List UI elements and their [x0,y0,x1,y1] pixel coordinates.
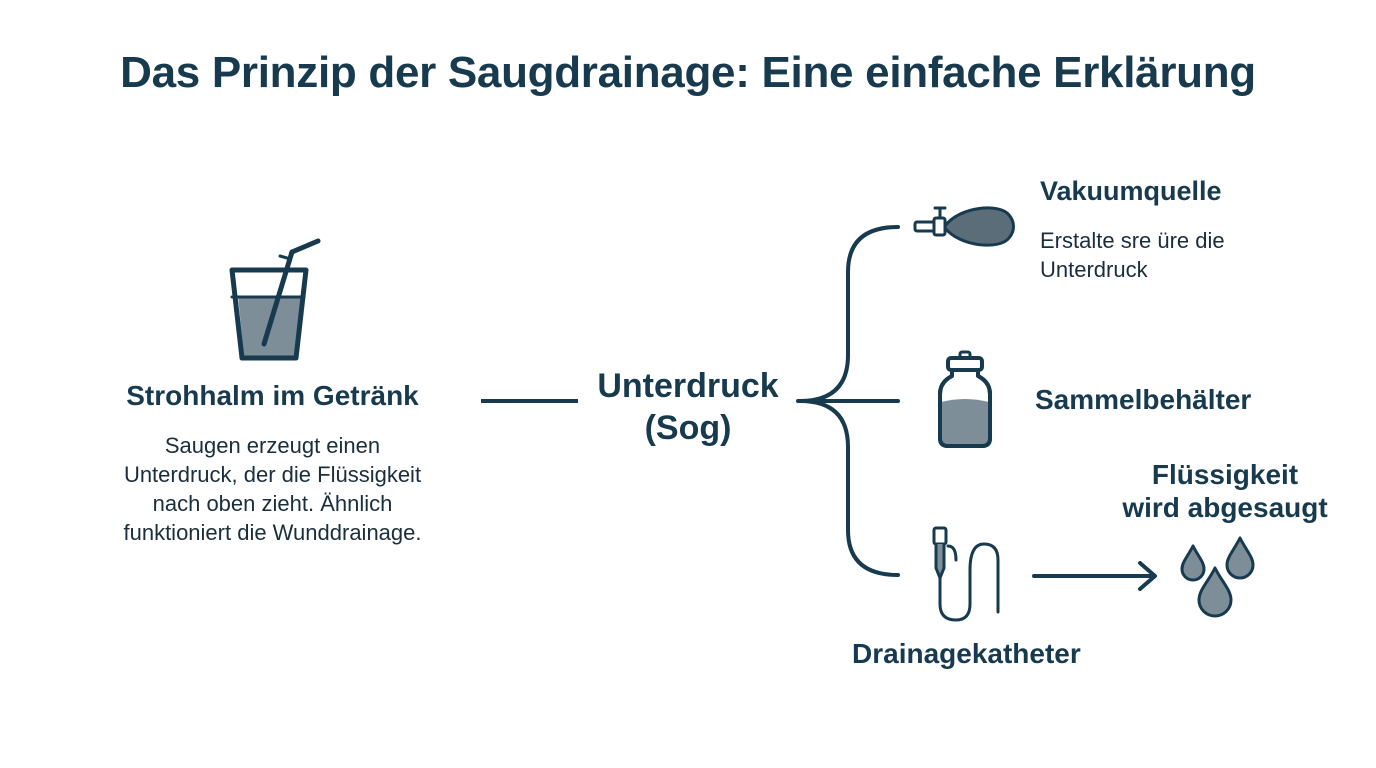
straw-description: Saugen erzeugt einen Unterdruck, der die… [70,431,475,547]
straw-description-line: funktioniert die Wunddrainage. [123,520,422,545]
page-title: Das Prinzip der Saugdrainage: Eine einfa… [120,48,1256,97]
vacuum-description: Erstalte sre üre die Unterdruck [1040,226,1320,284]
glass-with-straw-icon [229,238,321,361]
fluid-title: Flüssigkeit wird abgesaugt [1110,458,1340,524]
drainage-catheter-icon [932,526,1000,622]
collection-bottle-icon [938,350,992,448]
branch-connector [796,225,900,577]
container-title: Sammelbehälter [1035,384,1252,415]
fluid-title-line: Flüssigkeit [1151,459,1299,490]
center-label-line: (Sog) [644,409,732,447]
fluid-title-line: wird abgesaugt [1122,492,1328,523]
catheter-title: Drainagekatheter [852,638,1081,669]
arrow-to-fluid [1032,561,1157,591]
drops-icon [1180,536,1255,618]
straw-description-line: Saugen erzeugt einen [164,433,381,458]
straw-title: Strohhalm im Getränk [126,380,419,411]
vacuum-title: Vakuumquelle [1040,176,1222,206]
suction-bulb-icon [913,206,1015,247]
vacuum-description-line: Erstalte sre üre die [1040,228,1225,253]
center-label: Unterdruck (Sog) [588,365,788,449]
center-label-line: Unterdruck [597,367,779,405]
straw-description-line: nach oben zieht. Ähnlich [152,491,393,516]
straw-description-line: Unterdruck, der die Flüssigkeit [123,462,422,487]
vacuum-description-line: Unterdruck [1040,257,1148,282]
